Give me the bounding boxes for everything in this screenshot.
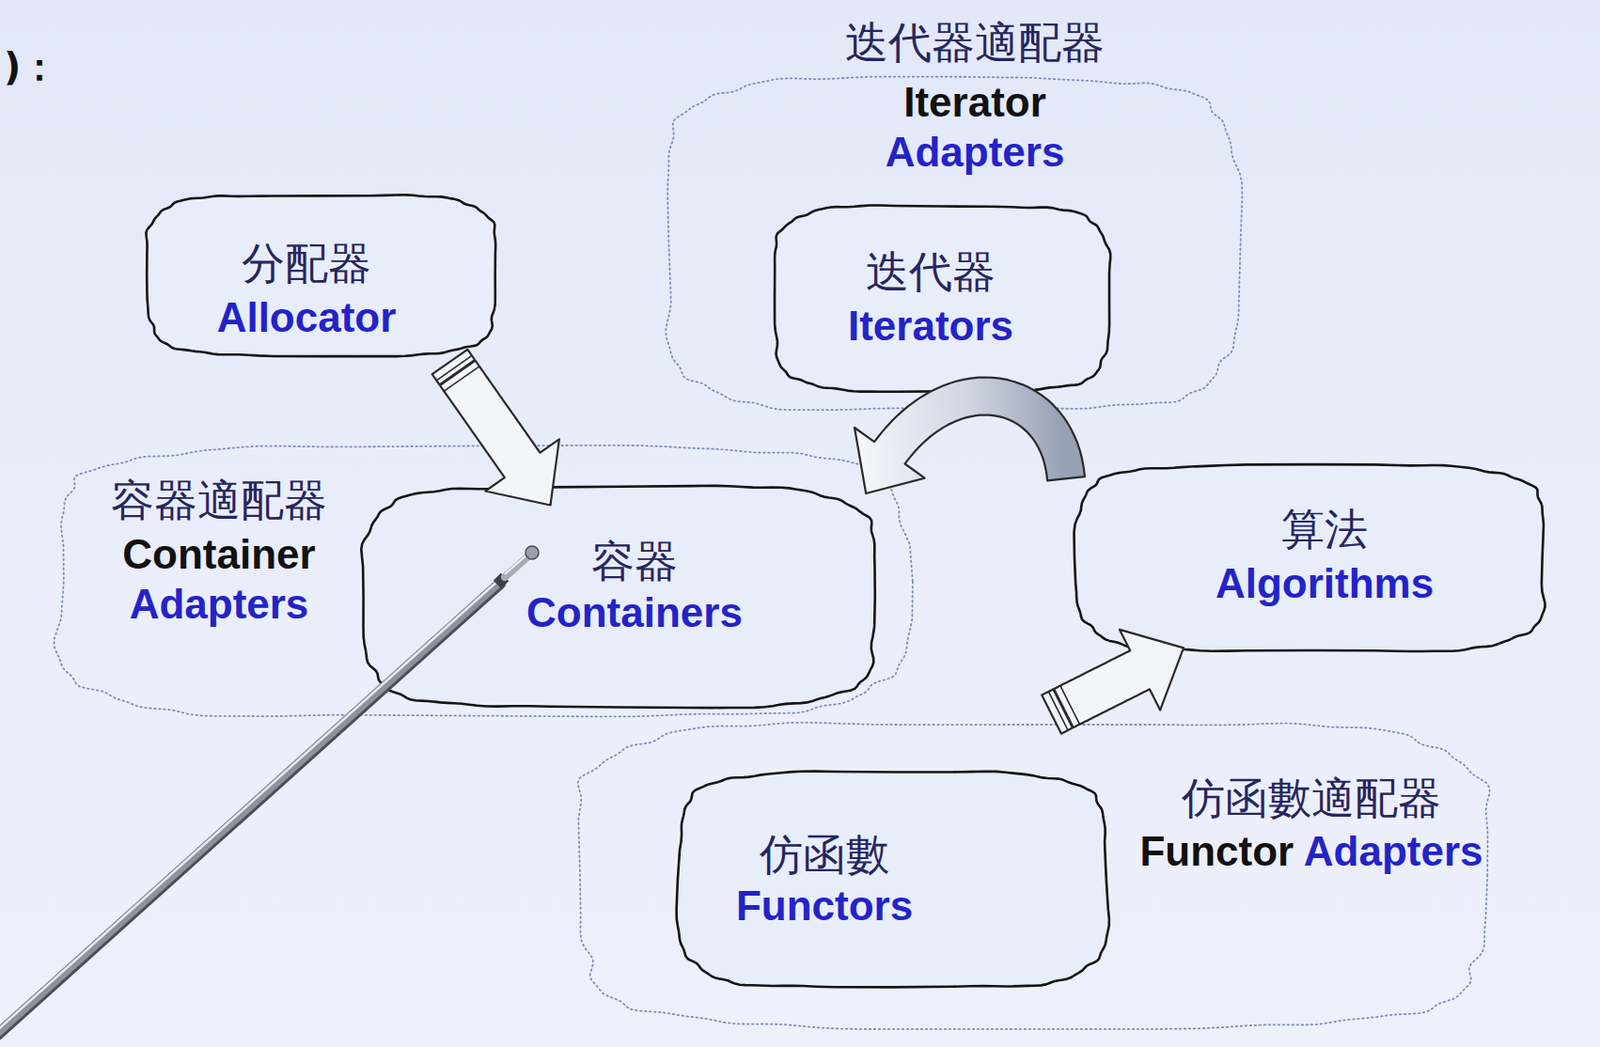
container-cloud: 容器Containers xyxy=(352,479,888,715)
chinese-name: 迭代器 xyxy=(865,246,996,299)
curved-block-arrow xyxy=(854,377,1085,495)
word: Iterators xyxy=(847,302,1014,349)
word: Iterator xyxy=(885,78,1066,128)
english-name: Algorithms xyxy=(1215,559,1434,610)
arrow-body xyxy=(854,377,1085,495)
word: Functor xyxy=(1139,828,1294,875)
functor-cloud: 仿函數Functors xyxy=(668,765,1118,995)
cloud-outline xyxy=(668,765,1118,995)
word: Adapters xyxy=(122,580,315,630)
arrow-tail-stripe xyxy=(439,360,476,386)
container-adapter-region: 容器適配器Container Adapters 容器Containers xyxy=(40,439,924,725)
arrow-tail-stripe xyxy=(1053,689,1074,728)
word: Adapters xyxy=(885,127,1066,178)
dotted-outline-path xyxy=(665,77,1242,411)
word: Adapters xyxy=(1303,828,1484,875)
english-name: Functors xyxy=(736,881,913,932)
word: Algorithms xyxy=(1215,560,1434,607)
cloud-outline-path xyxy=(774,205,1111,393)
dotted-outline-path xyxy=(578,722,1491,1030)
english-name: Iterator Adapters xyxy=(885,78,1066,178)
chinese-name: 仿函數適配器 xyxy=(1181,772,1442,825)
word: Containers xyxy=(526,589,743,636)
cloud-outline xyxy=(765,199,1118,398)
chinese-name: 仿函數 xyxy=(759,829,890,881)
english-name: Allocator xyxy=(217,293,397,344)
chinese-name: 迭代器適配器 xyxy=(845,16,1105,69)
allocator-cloud: 分配器 Allocator xyxy=(138,188,505,362)
word: 仿函數 xyxy=(759,829,890,880)
word: Allocator xyxy=(217,294,397,341)
word: 算法 xyxy=(1281,503,1368,555)
dotted-outline xyxy=(561,714,1505,1036)
word: 分配器 xyxy=(241,237,372,289)
english-name: Container Adapters xyxy=(122,530,315,630)
arrow-tail-stripe xyxy=(436,355,472,381)
english-name: Iterators xyxy=(847,301,1014,352)
cloud-outline-path xyxy=(676,771,1110,989)
cloud-outline-path xyxy=(1074,464,1546,652)
word: 仿函數適配器 xyxy=(1181,772,1442,824)
english-name: Functor Adapters xyxy=(1139,827,1483,878)
chinese-name: 容器 xyxy=(591,535,678,588)
block-arrow xyxy=(432,349,560,506)
arrow-body xyxy=(432,349,560,506)
word: 容器 xyxy=(591,535,678,587)
arrow-tail-stripe xyxy=(1060,686,1081,725)
english-name: Containers xyxy=(526,588,743,639)
chinese-name: 容器適配器 xyxy=(110,474,328,527)
arrow-tail-stripe xyxy=(443,366,480,392)
cloud-outline xyxy=(1066,458,1556,659)
chinese-name: 分配器 xyxy=(241,237,372,290)
word: 容器適配器 xyxy=(110,474,328,526)
iterator-cloud: 迭代器Iterators xyxy=(765,199,1118,398)
iterator-adapter-region: 迭代器適配器 Iterator Adapters 迭代器Iterators xyxy=(653,15,1251,419)
functor-adapter-region: 仿函數適配器Functor Adapters 仿函數Functors xyxy=(561,714,1505,1036)
title-fragment: )： xyxy=(3,41,59,94)
dotted-outline-path xyxy=(54,445,913,718)
dotted-outline xyxy=(653,15,1251,419)
word: Container xyxy=(122,530,315,581)
algorithm-cloud: 算法 Algorithms xyxy=(1066,458,1556,659)
chinese-name: 算法 xyxy=(1281,503,1368,556)
word: Functors xyxy=(736,882,913,929)
cloud-outline-path xyxy=(145,194,496,357)
word: 迭代器適配器 xyxy=(845,16,1105,68)
word: 迭代器 xyxy=(865,246,996,298)
cloud-outline-path xyxy=(360,486,876,708)
